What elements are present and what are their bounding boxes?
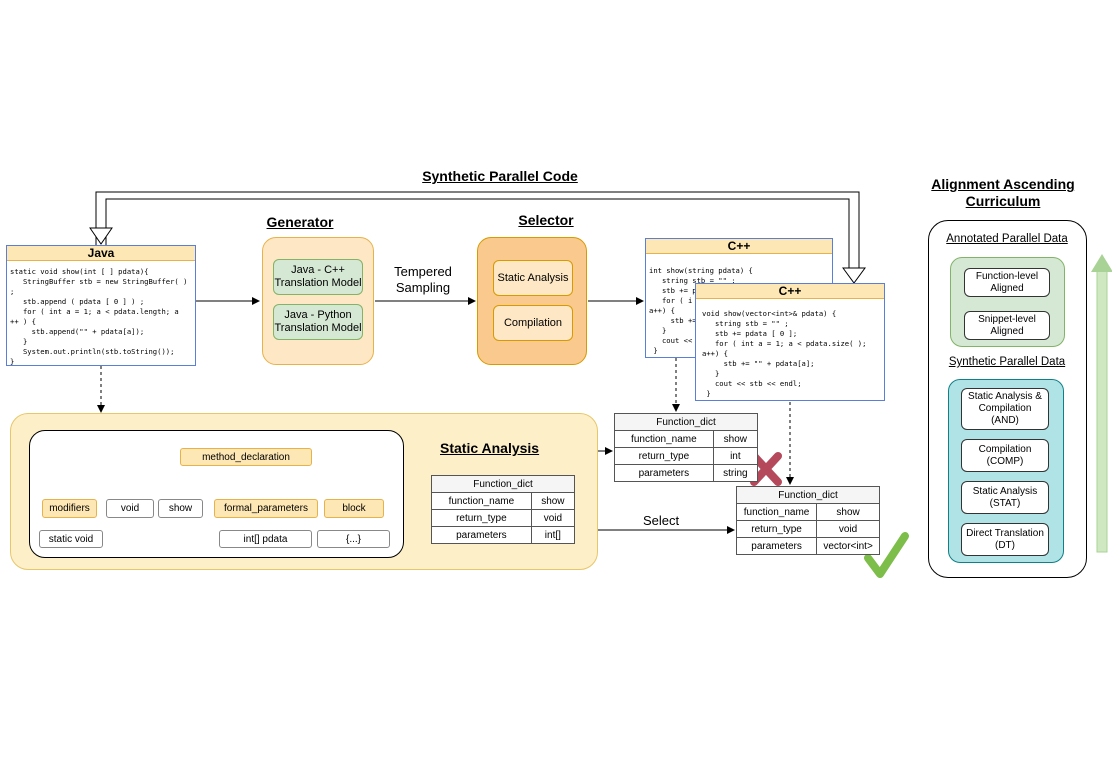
- tempered-sampling-label: Tempered Sampling: [394, 264, 452, 295]
- selector-box: Static Analysis Compilation: [477, 237, 587, 365]
- synthetic-parallel-code-title: Synthetic Parallel Code: [422, 168, 578, 184]
- dict-value: show: [712, 430, 759, 448]
- ast-modifiers: modifiers: [42, 499, 97, 518]
- ast-root: method_declaration: [180, 448, 312, 466]
- dict-key: function_name: [735, 503, 818, 521]
- dict-key: parameters: [431, 526, 532, 544]
- java-python-model: Java - Python Translation Model: [273, 304, 363, 340]
- annotated-title: Annotated Parallel Data: [946, 233, 1068, 245]
- dict-value: show: [530, 492, 576, 510]
- dict-key: parameters: [735, 537, 818, 555]
- cpp1-dict-title: Function_dict: [614, 413, 758, 431]
- java-code: static void show(int [ ] pdata){ StringB…: [10, 267, 188, 366]
- cpp1-header: C++: [646, 239, 832, 254]
- check-icon: [864, 532, 909, 578]
- dict-value: vector<int>: [816, 537, 880, 555]
- cross-icon: [750, 452, 782, 486]
- ast-block-body: {...}: [317, 530, 390, 548]
- java-cpp-model: Java - C++ Translation Model: [273, 259, 363, 295]
- selector-static-analysis: Static Analysis: [493, 260, 573, 296]
- curriculum-title: Alignment Ascending Curriculum: [931, 176, 1075, 209]
- dict-value: void: [530, 509, 576, 527]
- dict-key: function_name: [431, 492, 532, 510]
- dict-key: function_name: [614, 430, 714, 448]
- generator-box: Java - C++ Translation Model Java - Pyth…: [262, 237, 374, 365]
- ast-formal-parameters: formal_parameters: [214, 499, 318, 518]
- select-label: Select: [643, 513, 680, 528]
- dict-value: int: [712, 447, 759, 465]
- and-stage: Static Analysis & Compilation (AND): [961, 388, 1049, 430]
- synthetic-loop-arrow: [89, 191, 866, 284]
- dict-key: return_type: [431, 509, 532, 527]
- dict-value: void: [816, 520, 880, 538]
- java-dict-title: Function_dict: [431, 475, 575, 493]
- dict-key: return_type: [614, 447, 714, 465]
- stat-stage: Static Analysis (STAT): [961, 481, 1049, 514]
- synthetic-title: Synthetic Parallel Data: [948, 356, 1066, 368]
- dt-stage: Direct Translation (DT): [961, 523, 1049, 556]
- ast-void: void: [106, 499, 154, 518]
- cpp2-code: void show(vector<int>& pdata) { string s…: [702, 309, 867, 398]
- ast-show: show: [158, 499, 203, 518]
- curriculum-ascending-arrow: [1091, 254, 1112, 553]
- selector-title: Selector: [518, 212, 574, 228]
- ast-int-pdata: int[] pdata: [219, 530, 312, 548]
- cpp-code-box-2: C++ void show(vector<int>& pdata) { stri…: [695, 283, 885, 401]
- comp-stage: Compilation (COMP): [961, 439, 1049, 472]
- java-code-box: Java static void show(int [ ] pdata){ St…: [6, 245, 196, 366]
- dict-key: return_type: [735, 520, 818, 538]
- ast-static-void: static void: [39, 530, 103, 548]
- dict-value: show: [816, 503, 880, 521]
- static-analysis-title: Static Analysis: [440, 440, 540, 456]
- ast-block: block: [324, 499, 384, 518]
- cpp1-code: int show(string pdata) { string stb = ""…: [649, 266, 753, 355]
- cpp2-header: C++: [696, 284, 884, 299]
- dict-value: int[]: [530, 526, 576, 544]
- generator-title: Generator: [266, 214, 334, 230]
- dict-key: parameters: [614, 464, 714, 482]
- java-header: Java: [7, 246, 195, 261]
- dict-value: string: [712, 464, 759, 482]
- cpp2-dict-title: Function_dict: [736, 486, 880, 504]
- selector-compilation: Compilation: [493, 305, 573, 341]
- snippet-level-aligned: Snippet-level Aligned: [964, 311, 1050, 340]
- function-level-aligned: Function-level Aligned: [964, 268, 1050, 297]
